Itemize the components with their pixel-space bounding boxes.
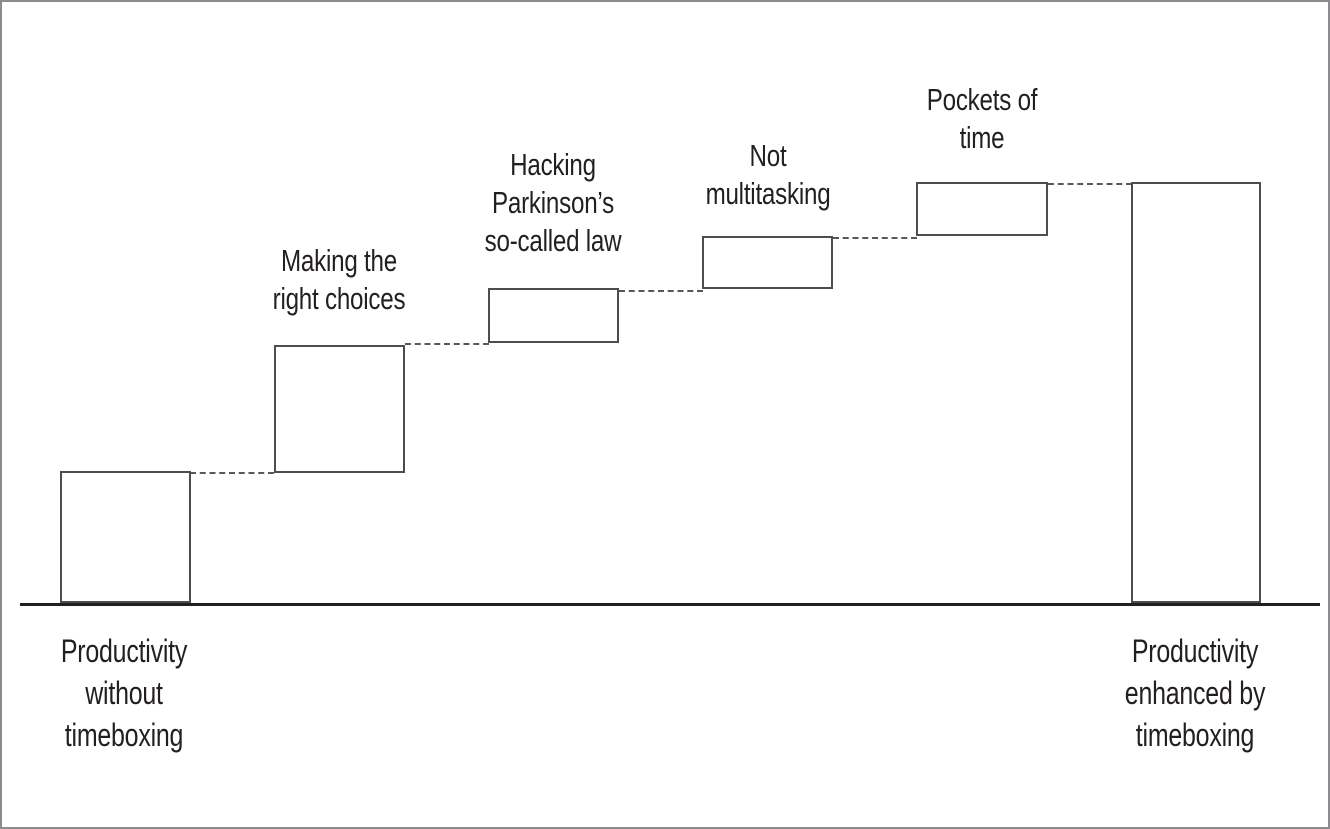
- bar-pockets-of-time: [916, 182, 1048, 236]
- x-axis-baseline: [20, 603, 1320, 606]
- bar-making-the-right-choices: [274, 345, 405, 473]
- axis-label-left: Productivity without timeboxing: [60, 633, 188, 753]
- waterfall-connector: [190, 472, 274, 474]
- axis-label-right: Productivity enhanced by timeboxing: [1124, 633, 1266, 753]
- bar-not-multitasking: [702, 236, 833, 289]
- label-hacking-parkinsons-law: Hacking Parkinson’s so-called law: [484, 147, 622, 258]
- waterfall-connector: [405, 343, 489, 345]
- waterfall-connector: [833, 237, 917, 239]
- bar-productivity-without-timeboxing: [60, 471, 191, 603]
- label-not-multitasking: Not multitasking: [705, 138, 831, 211]
- label-making-the-right-choices: Making the right choices: [272, 243, 406, 316]
- bar-hacking-parkinsons-so-called-law: [488, 288, 619, 343]
- waterfall-connector: [1048, 183, 1132, 185]
- bar-productivity-enhanced-by-timeboxing: [1131, 182, 1261, 603]
- waterfall-connector: [619, 290, 703, 292]
- label-pockets-of-time: Pockets of time: [926, 82, 1038, 155]
